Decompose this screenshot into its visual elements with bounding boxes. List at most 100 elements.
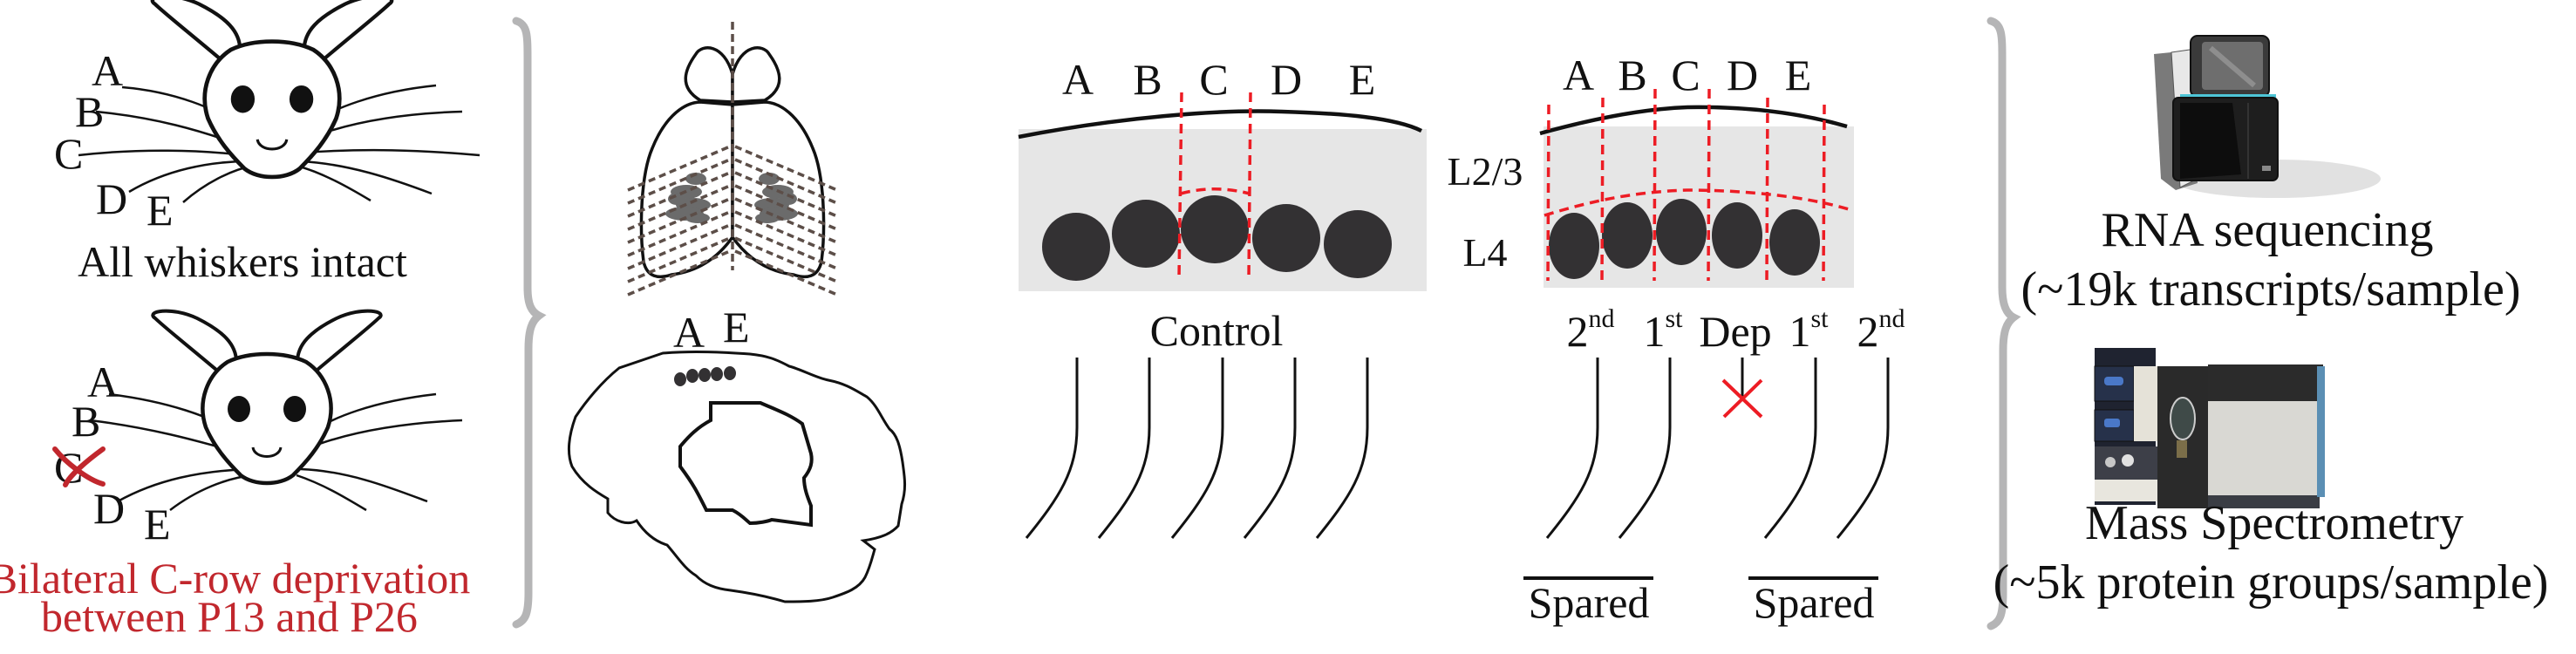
mouse-intact: A B C D E All whiskers intact — [54, 0, 480, 286]
section-plane-line — [734, 171, 838, 218]
barrel — [1712, 202, 1762, 269]
mass-spectrometry-method: Mass Spectrometry (~5k protein groups/sa… — [1993, 348, 2549, 610]
whisker — [1097, 358, 1151, 539]
whisker — [1315, 358, 1369, 539]
whisker — [1836, 358, 1890, 539]
barrel-row-label: B — [1618, 51, 1646, 99]
whisker-status-label: 1st — [1789, 304, 1829, 356]
rna-sequencing-method: RNA sequencing (~19k transcripts/sample) — [2021, 35, 2521, 317]
column-boundary — [1653, 88, 1657, 282]
whisker-row-label: D — [96, 174, 127, 223]
removed-row-cross-icon — [52, 446, 106, 487]
column-boundary — [1707, 88, 1711, 282]
whisker-row-label: E — [147, 186, 174, 235]
section-plane-line — [734, 236, 838, 283]
whiskers — [1545, 358, 1890, 539]
whiskers — [1025, 358, 1369, 539]
section-plane-line — [734, 210, 838, 257]
deprivation-caption-line2: between P13 and P26 — [41, 592, 418, 641]
section-plane-line — [627, 197, 731, 244]
ordinal-suffix: nd — [1589, 304, 1615, 333]
barrel — [1181, 195, 1249, 263]
barrel-row-label: B — [1133, 55, 1162, 104]
spared-label-right: Spared — [1754, 578, 1875, 627]
rna-title: RNA sequencing — [2101, 203, 2433, 257]
brain-dorsal-view — [627, 22, 838, 296]
mouse-deprived: A B C D E Bilateral C-row deprivation be… — [0, 311, 470, 641]
barrel — [1324, 210, 1392, 278]
section-plane-line — [734, 197, 838, 244]
barrels — [1549, 199, 1820, 279]
barrel — [1656, 199, 1707, 265]
ms-detail: (~5k protein groups/sample) — [1993, 555, 2549, 610]
layer-label-l23: L2/3 — [1448, 149, 1523, 194]
section-plane-line — [627, 158, 731, 205]
whisker — [1243, 358, 1297, 539]
c-column-boundary — [1177, 92, 1252, 280]
section-plane-line — [734, 184, 838, 231]
whisker — [1763, 358, 1817, 539]
trimmed-whisker-cross-icon — [1721, 378, 1763, 419]
barrel — [1602, 202, 1653, 269]
slice-label-a: A — [673, 308, 705, 357]
section-plane-line — [734, 249, 838, 296]
spared-label-left: Spared — [1529, 578, 1650, 627]
section-plane-line — [734, 145, 838, 192]
brain-sagittal-slice: A E — [568, 303, 906, 603]
brace-divider — [1987, 17, 2021, 630]
slice-label-e: E — [723, 303, 750, 351]
sequencer-icon — [2154, 35, 2381, 198]
barrel — [1252, 204, 1320, 272]
intact-caption: All whiskers intact — [78, 237, 407, 286]
barrel — [1042, 213, 1110, 281]
barrels — [1042, 195, 1392, 281]
whisker — [1618, 358, 1672, 539]
whisker-row-label: A — [87, 358, 119, 406]
whisker-row-label: A — [92, 46, 123, 95]
section-plane-line — [627, 145, 731, 192]
barrel-row-label: C — [1199, 55, 1228, 104]
deprivation-caption-line1: Bilateral C-row deprivation — [0, 554, 470, 603]
ordinal-suffix: st — [1810, 304, 1829, 333]
barrel-row-label: A — [1563, 51, 1594, 99]
ordinal-suffix: nd — [1879, 304, 1905, 333]
column-boundaries — [1546, 88, 1826, 282]
whisker-row-label: B — [75, 87, 104, 136]
barrel — [1549, 213, 1599, 279]
layer-label-l4: L4 — [1462, 230, 1507, 275]
barrel-row-label: D — [1271, 55, 1302, 104]
ordinal-suffix: st — [1665, 304, 1683, 333]
rna-detail: (~19k transcripts/sample) — [2021, 262, 2520, 317]
column-boundary — [1546, 104, 1550, 282]
section-plane-line — [627, 171, 731, 218]
barrel-row-label: C — [1671, 51, 1700, 99]
barrel-row-label: D — [1727, 51, 1758, 99]
mass-spectrometer-icon — [2094, 348, 2325, 508]
ms-title: Mass Spectrometry — [2085, 496, 2464, 550]
layer-boundary — [1544, 188, 1850, 217]
barrel-row-dots — [674, 366, 736, 386]
barrel-row-label: E — [1785, 51, 1812, 99]
whisker-row-label: B — [72, 397, 100, 446]
whisker-row-label: C — [54, 129, 83, 178]
column-boundary — [1822, 104, 1826, 282]
control-caption: Control — [1150, 306, 1284, 355]
section-plane-line — [627, 236, 731, 283]
section-plane-line — [734, 158, 838, 205]
whisker-row-label: E — [144, 500, 171, 548]
barrel-row-label: A — [1062, 55, 1094, 104]
brace-divider — [512, 17, 547, 629]
section-plane-line — [734, 223, 838, 270]
whisker — [1025, 358, 1079, 539]
whisker — [1170, 358, 1224, 539]
section-plane-line — [627, 249, 731, 296]
whisker — [1545, 358, 1599, 539]
barrel — [1769, 209, 1820, 276]
section-plane-line — [627, 210, 731, 257]
whisker-row-label: D — [93, 484, 125, 533]
section-plane-line — [627, 223, 731, 270]
